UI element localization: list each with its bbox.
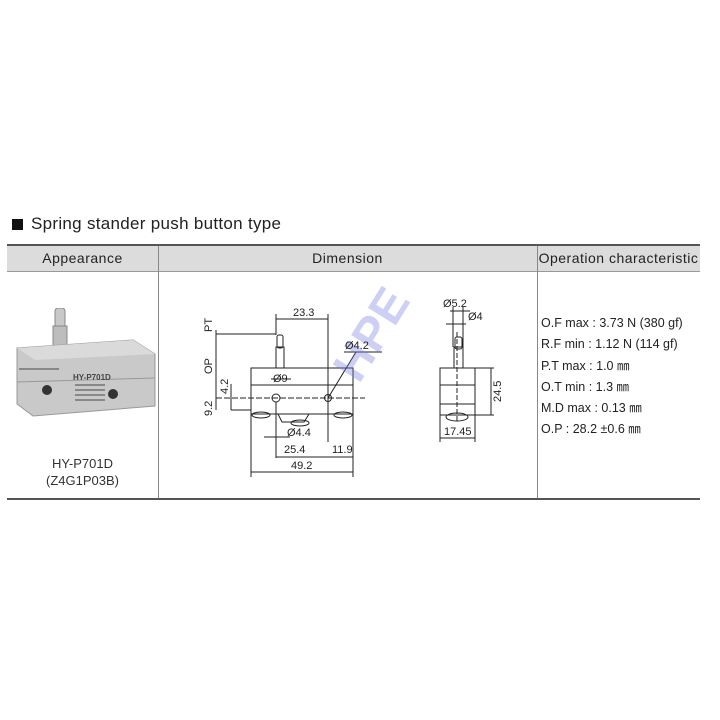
spec-release-force: R.F min : 1.12 N (114 gf) xyxy=(541,337,678,352)
header-dimension: Dimension xyxy=(312,250,383,266)
column-divider xyxy=(537,246,538,498)
model-name: HY-P701D xyxy=(52,456,113,471)
model-code: (Z4G1P03B) xyxy=(46,473,119,488)
dim-dia-4: Ø4 xyxy=(468,311,483,323)
spec-table: Appearance Dimension Operation character… xyxy=(7,244,700,500)
square-bullet-icon xyxy=(12,218,23,230)
product-label: HY-P701D xyxy=(73,373,111,382)
table-header: Appearance Dimension Operation character… xyxy=(7,246,700,272)
column-divider xyxy=(158,246,159,498)
dim-49-2: 49.2 xyxy=(291,460,312,472)
spec-movement-differential: M.D max : 0.13 ㎜ xyxy=(541,401,642,416)
dimension-drawing: HPE 23.3 PT OP 4.2 9.2 Ø9 Ø4.2 Ø4.4 25.4… xyxy=(203,279,504,477)
dim-dia-5-2: Ø5.2 xyxy=(443,298,467,310)
header-appearance: Appearance xyxy=(42,250,123,266)
dim-9-2: 9.2 xyxy=(203,401,215,416)
operation-characteristics-list: O.F max : 3.73 N (380 gf) R.F min : 1.12… xyxy=(541,313,683,441)
spec-overtravel: O.T min : 1.3 ㎜ xyxy=(541,379,629,394)
dim-pt: PT xyxy=(203,318,215,332)
spec-operating-force: O.F max : 3.73 N (380 gf) xyxy=(541,316,683,330)
dim-17-45: 17.45 xyxy=(444,426,472,438)
section-title-text: Spring stander push button type xyxy=(31,214,282,233)
dim-11-9: 11.9 xyxy=(332,444,353,456)
dim-24-5: 24.5 xyxy=(492,381,504,402)
dim-dia-9: Ø9 xyxy=(273,373,288,385)
dim-dia-4-2: Ø4.2 xyxy=(345,340,369,352)
spec-pretravel: P.T max : 1.0 ㎜ xyxy=(541,358,630,373)
header-operation-characteristic: Operation characteristic xyxy=(538,250,699,266)
dim-4-2: 4.2 xyxy=(219,379,231,394)
dim-23-3: 23.3 xyxy=(293,307,314,319)
dim-dia-4-4: Ø4.4 xyxy=(287,427,311,439)
dim-op: OP xyxy=(203,358,215,374)
section-title: Spring stander push button type xyxy=(12,214,281,234)
product-image: HY-P701D xyxy=(16,308,156,417)
spec-operating-position: O.P : 28.2 ±0.6 ㎜ xyxy=(541,422,641,437)
dim-25-4: 25.4 xyxy=(284,444,305,456)
